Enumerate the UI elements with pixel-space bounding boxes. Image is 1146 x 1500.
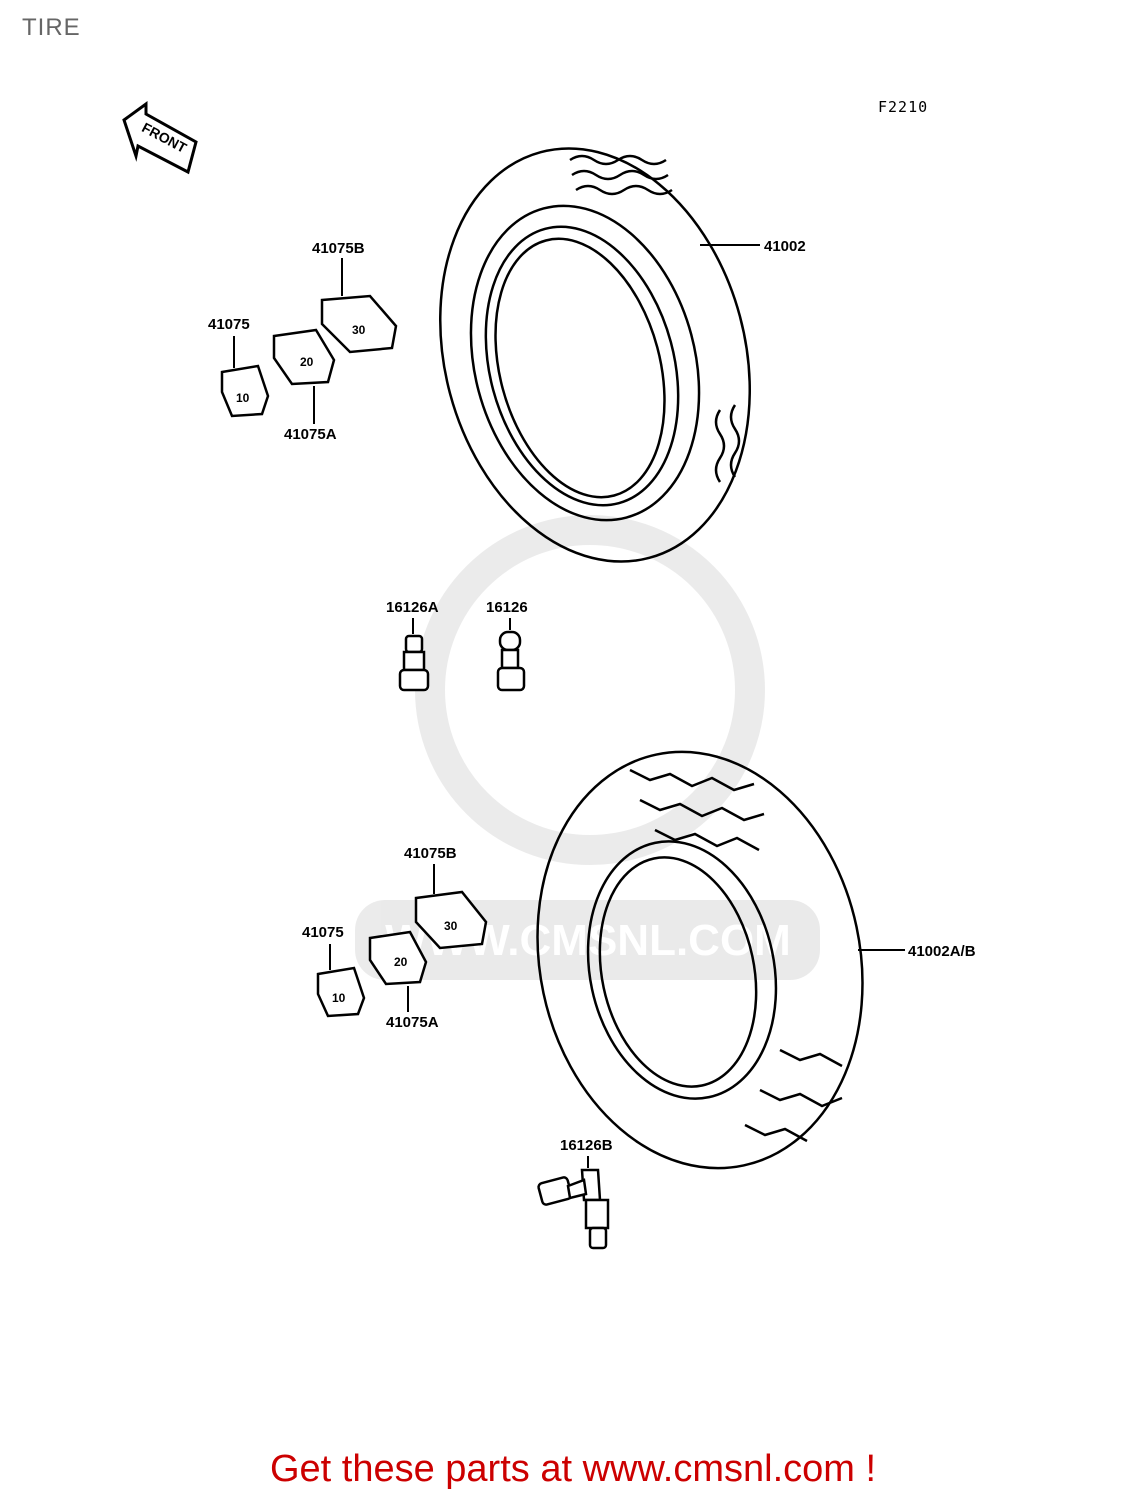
svg-text:30: 30 [444,919,458,933]
rear-weight-a: 20 [368,930,428,986]
label-front-weight: 41075 [208,316,250,333]
front-weight-a: 20 [272,328,336,386]
label-rear-weight-a: 41075A [386,1014,439,1031]
front-weight: 10 [220,364,270,418]
front-weight-b: 30 [320,294,398,354]
label-front-tire: 41002 [764,238,806,255]
label-valve-a: 16126A [386,599,439,616]
front-arrow-icon: FRONT [122,101,198,175]
valve-b [537,1168,610,1250]
label-front-weight-a: 41075A [284,426,337,443]
diagram-code: F2210 [878,98,928,116]
label-valve-b: 16126B [560,1137,613,1154]
valve [496,630,526,692]
label-front-weight-b: 41075B [312,240,365,257]
label-valve: 16126 [486,599,528,616]
valve-a [398,634,430,692]
front-tire [439,147,751,563]
rear-tire [536,750,864,1170]
label-rear-weight: 41075 [302,924,344,941]
footer-promo-text: Get these parts at www.cmsnl.com ! [269,1448,877,1490]
svg-text:10: 10 [236,391,250,405]
svg-text:20: 20 [394,955,408,969]
label-rear-tire: 41002A/B [908,943,976,960]
page-title: TIRE [22,14,81,41]
rear-weight-b: 30 [414,890,488,950]
svg-text:10: 10 [332,991,346,1005]
label-rear-weight-b: 41075B [404,845,457,862]
rear-weight: 10 [316,966,366,1018]
svg-text:20: 20 [300,355,314,369]
svg-text:30: 30 [352,323,366,337]
